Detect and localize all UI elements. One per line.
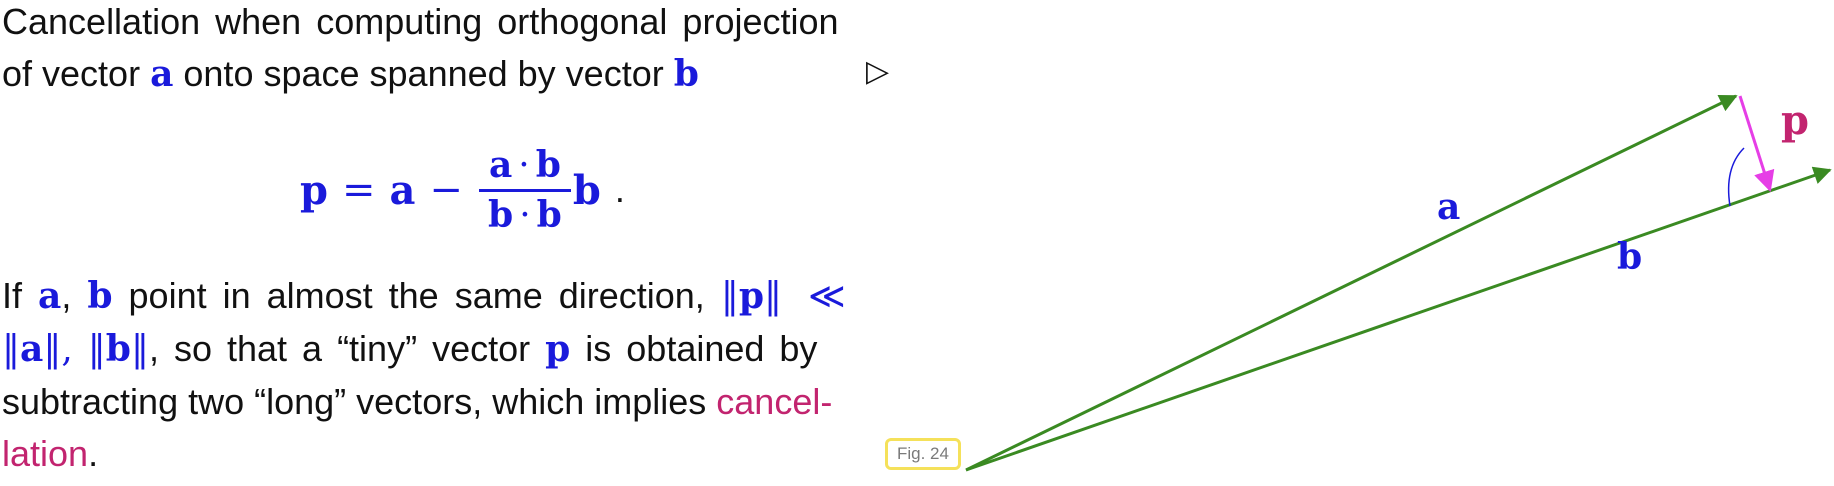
vector-a-symbol: a [38,275,62,317]
intro-line-2-pre: of vector [2,53,151,94]
fraction-numerator: a·b [488,143,561,186]
figure-label[interactable]: Fig. 24 [885,438,961,470]
norm-b: ‖b‖ [87,328,149,370]
explanation-paragraph: If a, b point in almost the same directi… [2,270,916,480]
vector-p-arrow [1738,95,1775,193]
intro-text: Cancellation when computing orthogonal p… [2,0,916,100]
vector-a-arrow [965,94,1738,472]
vector-b-arrow [965,166,1832,472]
paragraph-line-1: If a, b point in almost the same directi… [2,275,846,317]
projection-formula: p = a − a·b b·b b . [300,140,625,240]
right-angle-arc [1727,147,1745,207]
much-less-than: ≪ [808,276,846,317]
fraction-denominator: b·b [488,193,562,236]
formula-equals: = [341,167,376,213]
paragraph-line-2: ‖a‖, ‖b‖, so that a “tiny” vector p is o… [2,328,818,370]
vector-p-symbol: p [545,328,571,370]
triangle-pointer-icon: ▷ [866,54,890,89]
formula-period: . [614,169,625,210]
vector-a-label: a [1437,186,1460,228]
intro-line-2: of vector a onto space spanned by vector… [2,48,916,100]
formula-a: a [389,166,416,214]
norm-p: ‖p‖ [720,275,782,317]
fraction-bar [478,188,571,192]
intro-line-1: Cancellation when computing orthogonal p… [2,1,839,42]
formula-trailing-b: b [572,166,601,214]
formula-fraction: a·b b·b [478,143,571,237]
vector-p-label: p [1781,97,1809,144]
cancellation-term-end: lation [2,433,89,474]
paragraph-line-3: subtracting two “long” vectors, which im… [2,381,833,422]
vector-a-symbol: a [150,53,174,95]
vector-b-label: b [1617,236,1642,278]
cancellation-term: cancel- [716,381,833,422]
formula-minus: − [429,167,463,213]
paragraph-line-4: lation. [2,433,99,474]
formula-p: p [300,166,328,214]
vector-b-symbol: b [673,53,699,95]
vector-b-symbol: b [87,275,113,317]
intro-line-2-mid: onto space spanned by vector [173,53,674,94]
norm-a: ‖a‖, [2,328,73,370]
